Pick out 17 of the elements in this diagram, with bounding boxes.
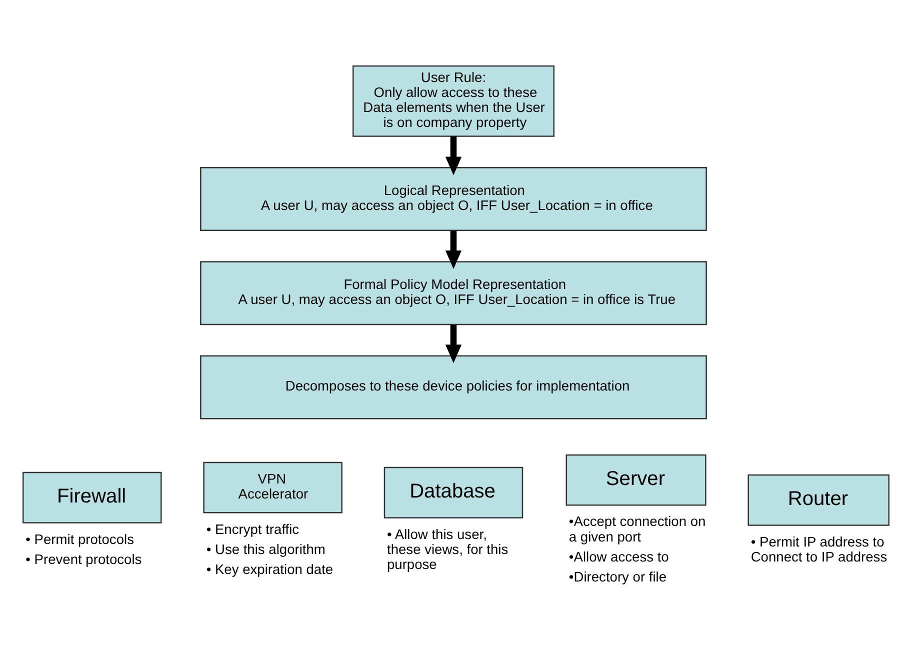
node-box: Logical Representation A user U, may access an object O, IFF User_Location = in office: [200, 166, 707, 230]
node-box: User Rule: Only allow access to these Data elements when the User is on company property: [352, 64, 554, 136]
node-label: • Permit protocols: [26, 531, 134, 546]
node-label: • Encrypt traffic: [206, 521, 300, 536]
node-box: Formal Policy Model Representation A user U, may access an object O, IFF User_Location = in office is True: [200, 260, 707, 325]
node-box: Decomposes to these device policies for implementation: [200, 354, 707, 419]
node-label: • Key expiration date: [206, 561, 334, 576]
arrow: [445, 324, 462, 363]
node-label: • Allow this user, these views, for this purpose: [386, 526, 508, 572]
arrow: [445, 230, 462, 269]
node-label: •Directory or file: [568, 568, 667, 584]
node-label: •Allow access to: [568, 548, 669, 564]
node-label: • Use this algorithm: [206, 541, 326, 556]
node-label: • Prevent protocols: [26, 551, 142, 566]
node-label: • Permit IP address to Connect to IP address: [750, 534, 888, 564]
node-label: •Accept connection on a given port: [568, 514, 706, 544]
arrow: [445, 136, 462, 175]
